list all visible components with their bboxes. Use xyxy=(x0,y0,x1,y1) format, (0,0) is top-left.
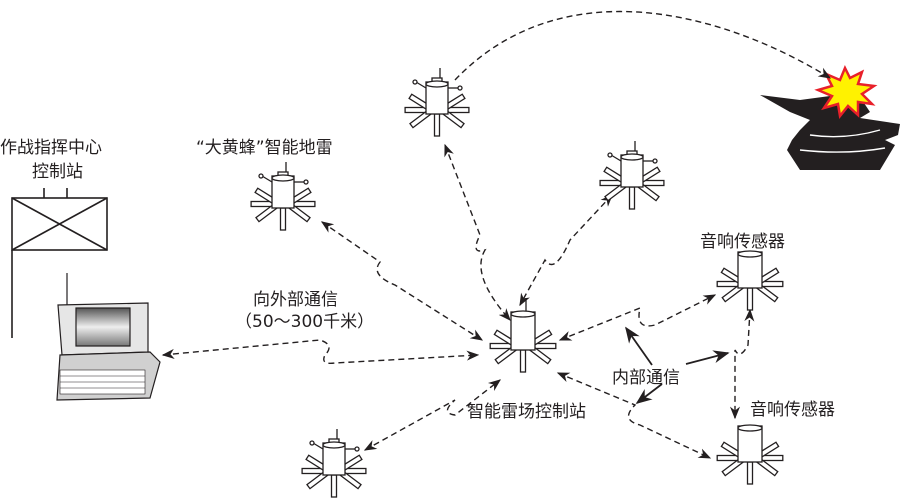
hornet-mine-label: “大黄蜂”智能地雷 xyxy=(196,138,333,158)
minefield-control-station-label: 智能雷场控制站 xyxy=(467,402,586,422)
external-range-label: （50～300千米） xyxy=(235,312,375,332)
hornet-mine-left-icon xyxy=(250,162,316,231)
command-center-label: 作战指挥中心 xyxy=(0,138,102,158)
command-center-flag xyxy=(11,188,108,338)
explosion-icon xyxy=(814,64,878,119)
external-comm-label: 向外部通信 xyxy=(253,290,338,310)
laptop-icon xyxy=(56,273,161,401)
internal-comm-label: 内部通信 xyxy=(612,368,680,388)
comm-links xyxy=(161,10,832,459)
tank-icon xyxy=(760,64,900,170)
link-sensor1-sensor2 xyxy=(729,308,755,420)
link-laptop-station xyxy=(161,339,480,365)
control-station-label: 控制站 xyxy=(32,162,83,182)
acoustic-sensor-2-icon xyxy=(716,424,784,485)
acoustic-sensor-1-icon xyxy=(716,250,784,311)
hornet-mine-right-icon xyxy=(599,141,665,210)
link-mine-right-station xyxy=(519,194,613,307)
acoustic-sensor-2-label: 音响传感器 xyxy=(750,400,835,420)
link-station-sensor2 xyxy=(556,372,712,459)
acoustic-sensor-1-label: 音响传感器 xyxy=(700,232,785,252)
link-mine-top-station xyxy=(444,143,511,321)
link-mine-top-tank xyxy=(454,10,832,81)
internal-comm-pointers xyxy=(625,326,730,404)
link-station-sensor1 xyxy=(558,294,717,341)
control-station-icon xyxy=(489,298,557,373)
hornet-mine-top-icon xyxy=(404,68,470,137)
link-hornet-station xyxy=(320,221,484,341)
hornet-mine-bottom-icon xyxy=(301,429,367,498)
link-mine-bottom-station xyxy=(363,379,501,451)
